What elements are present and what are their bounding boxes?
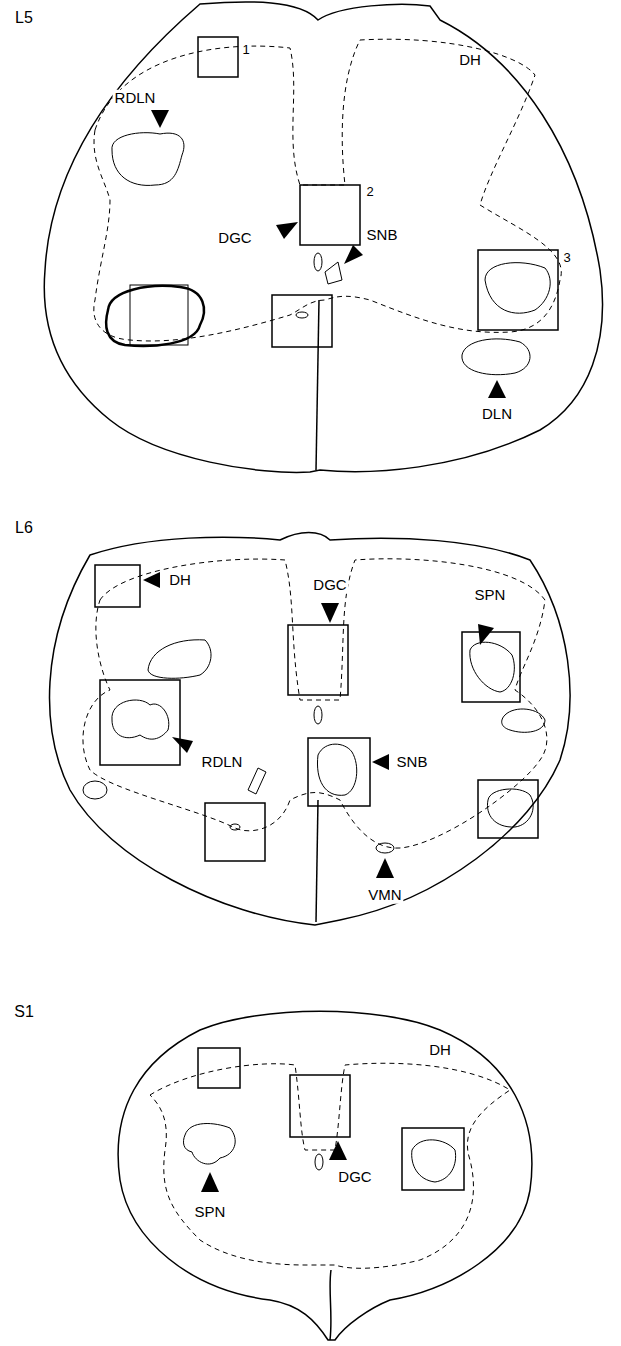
sample-box — [462, 632, 520, 702]
sample-box — [308, 738, 370, 806]
nucleus-label: SPN — [193, 1204, 228, 1221]
nucleus-outline — [314, 253, 322, 271]
nucleus-label: RDLN — [113, 90, 158, 107]
nucleus-label: DGC — [311, 577, 348, 594]
nucleus-outline — [148, 640, 211, 679]
nucleus-label: DH — [457, 52, 483, 69]
nucleus-outline — [83, 781, 107, 799]
pointer-arrowhead — [151, 110, 169, 128]
sample-box — [288, 625, 348, 695]
sample-box — [300, 185, 360, 245]
grey-matter-boundary — [83, 39, 561, 1268]
pointer-arrowhead — [276, 222, 298, 239]
nucleus-label: SNB — [395, 754, 430, 771]
nucleus-outline — [470, 642, 515, 692]
segment-label: L6 — [13, 519, 35, 537]
sample-box — [198, 37, 238, 77]
pointer-arrowhead — [372, 754, 389, 770]
nucleus-label: VMN — [366, 887, 403, 904]
sample-box — [130, 285, 188, 345]
pointer-arrowhead — [488, 380, 506, 398]
sample-box — [100, 680, 180, 765]
spinal-cord-outline — [118, 1011, 532, 1340]
spinal-cord-outline — [316, 300, 319, 470]
nucleus-label: DGC — [336, 1169, 373, 1186]
pointer-arrowhead — [329, 1141, 347, 1160]
nucleus-outline — [487, 789, 533, 827]
nucleus-outline — [106, 286, 204, 346]
spinal-cord-outline — [316, 800, 318, 922]
sample-box — [95, 565, 140, 607]
nucleus-outline — [83, 133, 550, 1182]
pointer-arrowhead — [172, 737, 193, 753]
sample-box — [402, 1128, 464, 1190]
sample-box — [198, 1048, 240, 1088]
pointer-arrowhead — [321, 603, 339, 623]
nucleus-label: SNB — [365, 227, 400, 244]
grey-matter-boundary — [83, 559, 547, 848]
sample-box — [272, 295, 332, 347]
grey-matter-boundary — [150, 1063, 510, 1268]
segment-label: S1 — [12, 1003, 36, 1021]
nucleus-outline — [412, 1140, 456, 1182]
nucleus-outline — [462, 339, 530, 375]
nucleus-outline — [485, 263, 550, 314]
sample-box — [95, 37, 558, 1190]
nucleus-outline — [183, 1124, 235, 1165]
nucleus-outline — [325, 262, 342, 284]
nucleus-outline — [314, 706, 322, 724]
callout-number: 1 — [240, 43, 251, 57]
pointer-arrowhead — [376, 858, 394, 878]
nucleus-outline — [248, 768, 266, 794]
nucleus-outline — [296, 312, 308, 318]
sample-box — [290, 1075, 350, 1137]
nucleus-label: RDLN — [200, 754, 245, 771]
pointer-arrowhead — [143, 110, 506, 1192]
sample-box — [478, 250, 558, 330]
nucleus-outline — [376, 843, 394, 853]
callout-number: 2 — [364, 185, 375, 199]
spinal-cord-outline — [44, 2, 602, 1340]
nucleus-outline — [112, 700, 169, 739]
segment-label: L5 — [13, 9, 35, 27]
pointer-arrowhead — [478, 624, 494, 645]
nucleus-label: DH — [427, 1042, 453, 1059]
nucleus-label: SPN — [473, 587, 508, 604]
pointer-arrowhead — [143, 572, 160, 588]
sample-box — [478, 780, 538, 838]
nucleus-outline — [112, 133, 184, 186]
spinal-cord-outline — [44, 2, 602, 472]
sample-box — [205, 803, 265, 861]
spinal-cord-outline — [50, 533, 570, 926]
spinal-cord-outline — [330, 1270, 331, 1340]
nucleus-outline — [230, 824, 240, 830]
nucleus-outline — [315, 1154, 323, 1170]
pointer-arrowhead — [201, 1172, 219, 1192]
nucleus-outline — [502, 709, 545, 732]
callout-number: 3 — [561, 251, 572, 265]
nucleus-outline — [317, 744, 356, 795]
nucleus-label: DLN — [480, 406, 514, 423]
pointer-arrowhead — [344, 245, 363, 264]
nucleus-label: DH — [167, 572, 193, 589]
nucleus-label: DGC — [216, 230, 253, 247]
